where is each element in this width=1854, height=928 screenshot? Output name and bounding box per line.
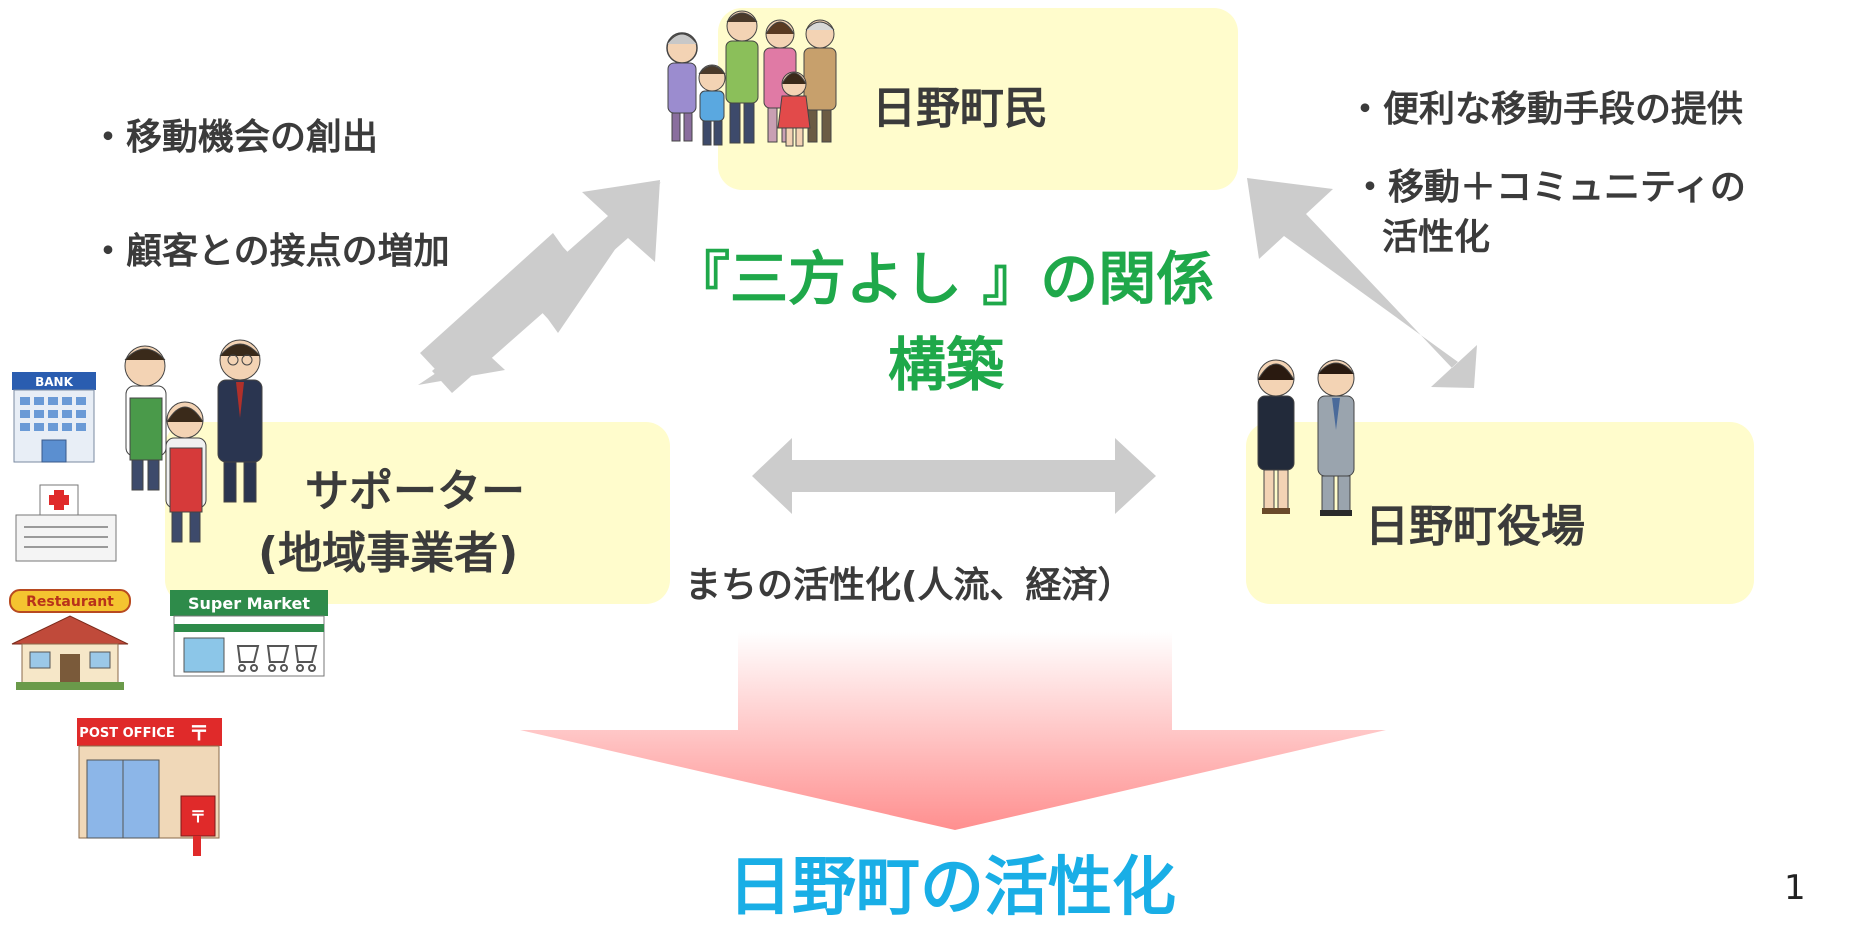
right-benefit-1: ・便利な移動手段の提供 [1347,89,1744,130]
post-office-icon: POST OFFICE 〒 〒 [77,718,222,856]
male-staff-figure [1317,359,1355,516]
supermarket-icon: Super Market [170,590,328,677]
supporter-label-line2: (地域事業者) [258,528,519,579]
shopkeeper-woman-figure [165,401,207,543]
bank-sign-text: BANK [35,375,73,389]
shopkeeper-man-figure [124,345,167,491]
post-office-sign-text: POST OFFICE [79,726,174,741]
hospital-icon [15,484,117,562]
center-headline-line2: 構築 [888,331,1005,399]
businessman-figure [217,339,263,503]
right-benefit-2: ・移動＋コミュニティの [1352,167,1746,208]
town-office-staff-illustration [1257,359,1355,516]
bottom-caption: まちの活性化(人流、経済） [685,565,1134,606]
page-number: 1 [1784,868,1806,908]
restaurant-icon: Restaurant [9,589,131,690]
supporter-label-line1: サポーター [305,466,525,517]
left-benefit-2: ・顧客との接点の増加 [90,231,450,272]
girl-figure [777,71,811,147]
left-benefit-1: ・移動機会の創出 [90,117,379,158]
family-illustration [666,10,837,147]
restaurant-sign-text: Restaurant [26,594,114,610]
boy-figure [698,64,726,146]
horizontal-arrow [752,438,1156,514]
supermarket-sign-text: Super Market [188,594,310,613]
result-down-arrow [520,632,1386,830]
center-headline-line1: 『三方よし 』の関係 [672,245,1215,313]
right-benefit-3: 活性化 [1382,217,1491,258]
arrow-shapes [418,178,1477,830]
right-diagonal-arrow [1247,178,1477,388]
town-office-label: 日野町役場 [1365,501,1585,552]
postbox-mark-icon: 〒 [190,807,206,826]
shopkeepers-illustration [124,339,263,543]
residents-label: 日野町民 [872,83,1048,134]
grandma-figure [666,32,698,142]
left-diagonal-arrow [418,180,660,393]
bank-icon: BANK [12,372,96,463]
postal-mark-icon: 〒 [189,721,209,745]
result-text: 日野町の活性化 [728,851,1176,925]
female-staff-figure [1257,359,1295,514]
father-figure [725,10,759,144]
